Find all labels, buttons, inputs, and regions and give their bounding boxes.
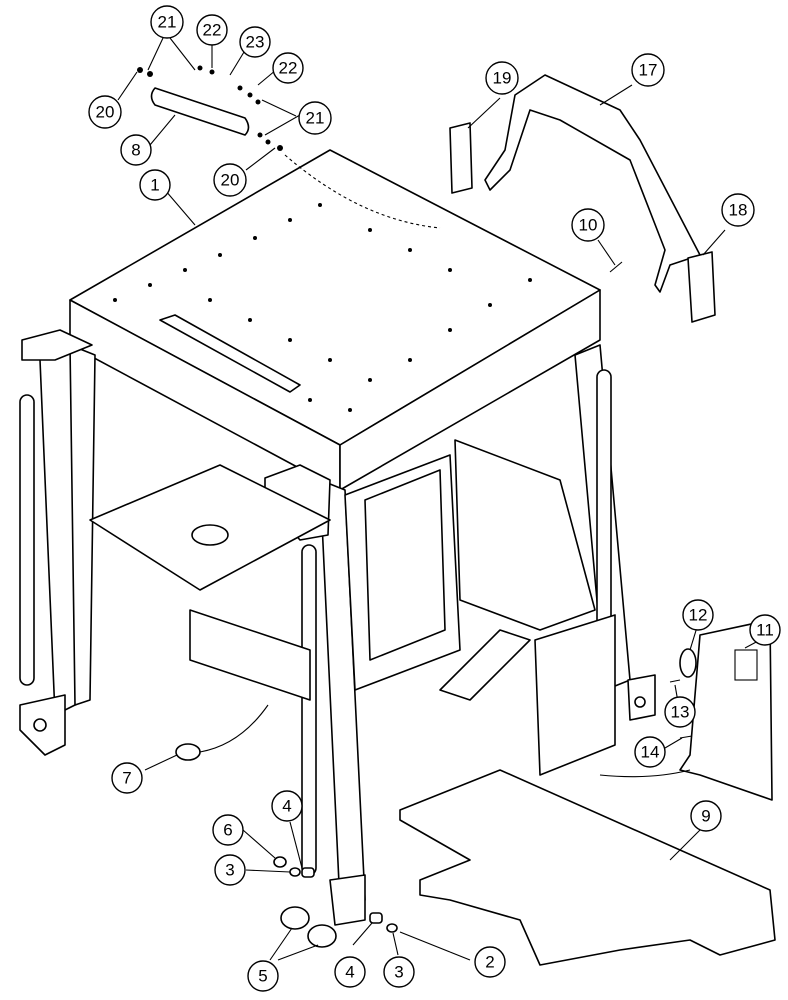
callout-21: 21 (298, 101, 332, 135)
part-8-handle (137, 65, 283, 151)
door-window (364, 469, 446, 661)
callout-21: 21 (150, 5, 184, 39)
callout-9: 9 (690, 800, 722, 832)
callout-label: 21 (158, 13, 177, 32)
callout-1: 1 (139, 169, 171, 201)
part-11-arrow (599, 769, 691, 778)
callout-label: 9 (701, 807, 710, 826)
callout-label: 7 (122, 769, 131, 788)
callout-label: 17 (639, 61, 658, 80)
roof-slot (159, 314, 301, 393)
callout-label: 2 (485, 953, 494, 972)
part-5-mount-a (280, 906, 310, 930)
part-13-bolt (669, 679, 681, 683)
part-7-arrow (199, 704, 269, 753)
callout-11: 11 (749, 614, 781, 646)
callout-3: 3 (383, 956, 415, 988)
seat-well (454, 439, 596, 631)
callout-20: 20 (88, 95, 122, 129)
callout-4: 4 (334, 956, 366, 988)
callout-label: 13 (671, 703, 690, 722)
callout-23: 23 (239, 26, 271, 58)
callout-3: 3 (214, 854, 246, 886)
callout-10: 10 (571, 208, 605, 242)
sweep-indicator (284, 154, 441, 229)
callout-4: 4 (271, 790, 303, 822)
left-bracket (21, 329, 93, 361)
callout-label: 22 (279, 59, 298, 78)
part-4-spacer-b (369, 912, 383, 924)
callout-label: 6 (223, 821, 232, 840)
part-4-spacer-a (301, 867, 315, 878)
callout-2: 2 (474, 946, 506, 978)
callout-label: 8 (131, 141, 140, 160)
callout-label: 18 (729, 201, 748, 220)
callout-5: 5 (247, 960, 279, 992)
rear-box (534, 614, 616, 776)
callout-22: 22 (272, 52, 304, 84)
callout-14: 14 (634, 736, 666, 768)
callout-label: 22 (203, 21, 222, 40)
part-2-bolt (399, 931, 451, 953)
callout-8: 8 (120, 134, 152, 166)
callout-label: 23 (246, 33, 265, 52)
part-12-gasket (679, 648, 697, 678)
callout-label: 10 (579, 216, 598, 235)
center-handrail (301, 544, 317, 876)
roof-side-lip (339, 289, 601, 491)
callout-label: 5 (258, 967, 267, 986)
roof-bolt-holes (113, 203, 532, 412)
part-14-bolt (679, 735, 693, 739)
center-foot (329, 874, 366, 926)
callout-17: 17 (631, 53, 665, 87)
callout-19: 19 (485, 61, 519, 95)
callout-label: 21 (306, 109, 325, 128)
grab-handle (439, 629, 531, 701)
floor-opening (191, 524, 229, 546)
left-handrail (19, 394, 35, 686)
right-mount-hole (634, 696, 646, 708)
callout-label: 1 (150, 176, 159, 195)
callout-7: 7 (111, 762, 143, 794)
callout-18: 18 (721, 193, 755, 227)
callout-label: 4 (345, 963, 354, 982)
callout-22: 22 (196, 14, 228, 46)
leader-lines (117, 37, 761, 961)
callout-label: 11 (756, 621, 774, 640)
part-6-nut (273, 856, 287, 868)
floor-front-skirt (189, 609, 311, 701)
callout-label: 4 (282, 797, 291, 816)
rear-left-post (69, 344, 96, 706)
callout-13: 13 (664, 696, 696, 728)
plate-window (734, 649, 758, 681)
part-18-pad (687, 251, 716, 323)
callout-label: 3 (225, 861, 234, 880)
part-17-roll-bracket (484, 74, 701, 293)
callout-6: 6 (212, 814, 244, 846)
part-19-pad (449, 122, 473, 194)
part-5-mount-b (307, 924, 337, 948)
cab-frame (19, 149, 656, 926)
part-7-plug (175, 743, 201, 761)
callout-label: 3 (394, 963, 403, 982)
callout-20: 20 (213, 163, 247, 197)
part-10-screw (609, 261, 623, 273)
part-3-washer-b (386, 923, 398, 933)
callout-label: 14 (641, 743, 660, 762)
part-3-washer-a (289, 867, 301, 877)
callout-label: 12 (689, 606, 708, 625)
left-mount-hole (33, 718, 47, 732)
part-9-floor-mat (399, 769, 776, 966)
callout-label: 20 (221, 171, 240, 190)
callout-label: 19 (493, 69, 512, 88)
callout-label: 20 (96, 103, 115, 122)
callout-12: 12 (682, 599, 714, 631)
